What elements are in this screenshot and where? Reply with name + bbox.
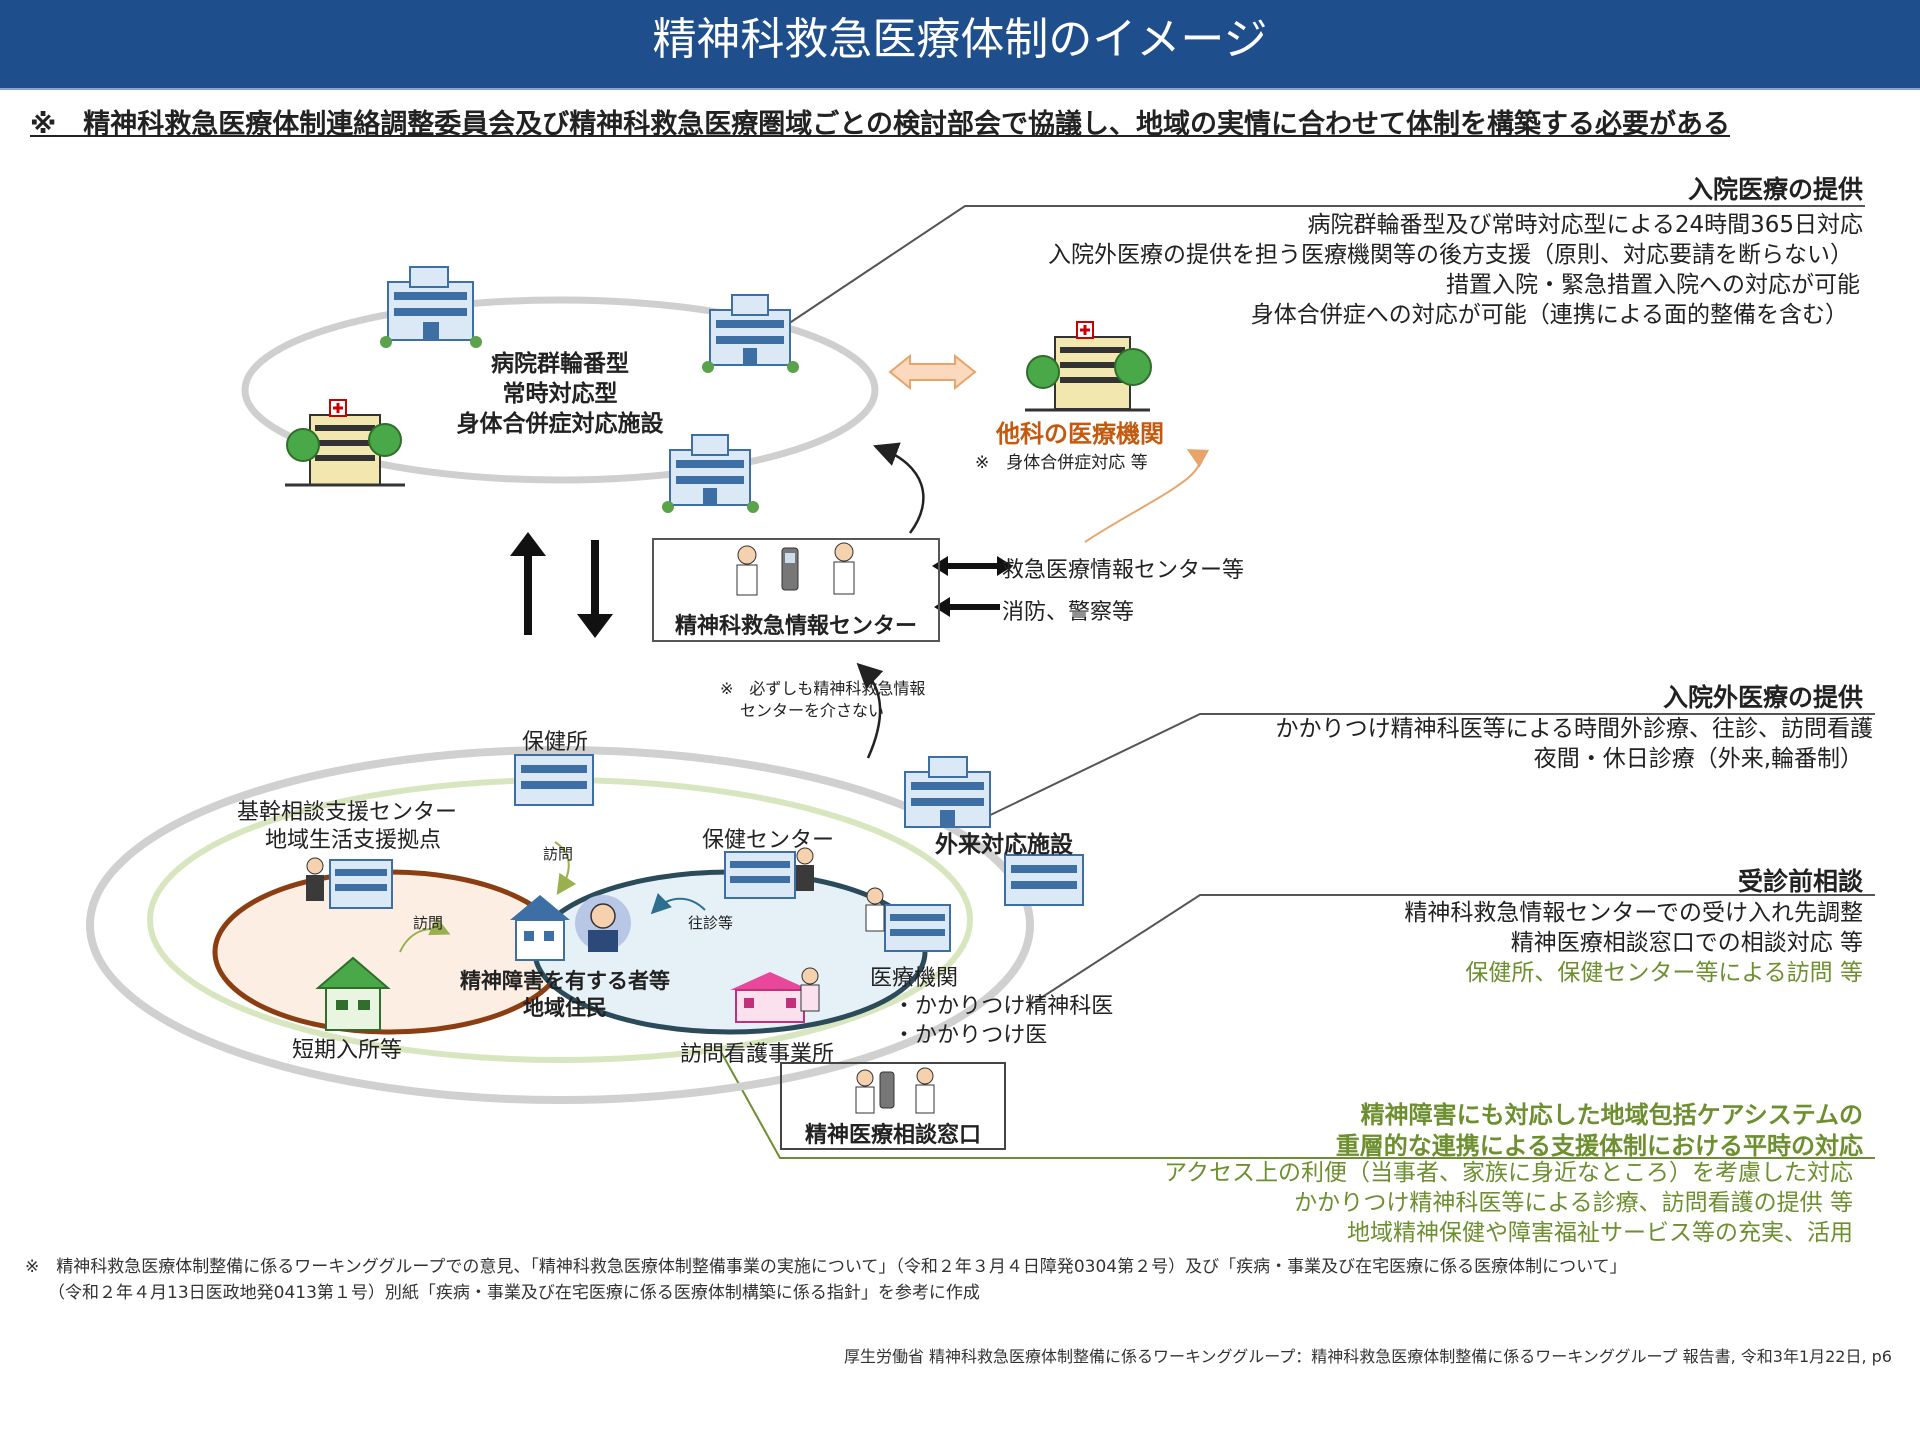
doctor-icon	[736, 545, 758, 596]
staff-icon	[796, 847, 814, 891]
header-divider	[0, 88, 1920, 90]
outpatient-leader-line	[979, 713, 1875, 821]
nursing-office-icon	[730, 972, 810, 1023]
base-center-icon	[329, 859, 393, 909]
hospital-other-double-arrow	[888, 353, 977, 391]
consult-window-box	[780, 1062, 1006, 1150]
other-dept-note: ※ 身体合併症対応 等	[975, 453, 1148, 473]
inpatient-line-2: 入院外医療の提供を担う医療機関等の後方支援（原則、対応要請を断らない）	[1048, 242, 1853, 268]
previsit-line-1: 精神科救急情報センターでの受け入れ先調整	[1404, 900, 1863, 926]
info-center-label: 精神科救急情報センター	[674, 614, 917, 639]
hospital-icon	[662, 434, 759, 513]
resident-label-2: 地域住民	[523, 996, 607, 1020]
emergency-info-link: 救急医療情報センター等	[1002, 558, 1245, 583]
consult-window-label: 精神医療相談窓口	[804, 1123, 981, 1148]
hospital-ring	[241, 296, 879, 484]
other-hospital-icon	[1025, 321, 1152, 412]
inpatient-line-4: 身体合併症への対応が可能（連携による面的整備を含む）	[1250, 302, 1848, 328]
community-outer-ring	[86, 746, 1034, 1104]
visit-label-1: 訪問	[413, 914, 444, 932]
base-center-label-1: 基幹相談支援センター	[237, 800, 458, 825]
footnote-line-1: ※ 精神科救急医療体制整備に係るワーキンググループでの意見、「精神科救急医療体制…	[25, 1257, 1627, 1277]
ordinary-line-1: アクセス上の利便（当事者、家族に身近なところ）を考慮した対応	[1164, 1160, 1853, 1186]
inpatient-leader-line	[784, 205, 1865, 327]
resident-label-1: 精神障害を有する者等	[460, 969, 670, 993]
nurse-icon	[800, 967, 820, 1012]
other-dept-arrow	[1084, 449, 1210, 543]
outpatient-line-1: かかりつけ精神科医等による時間外診療、往診、訪問看護	[1275, 716, 1873, 742]
inpatient-line-1: 病院群輪番型及び常時対応型による24時間365日対応	[1307, 212, 1863, 238]
bypass-note-2: センターを介さない	[740, 701, 885, 720]
previsit-leader-line	[1029, 894, 1875, 1006]
hospital-ring-label-3: 身体合併症対応施設	[456, 411, 664, 437]
inpatient-heading: 入院医療の提供	[1687, 175, 1863, 204]
medical-institution-icon	[884, 904, 951, 952]
hospital-icon	[380, 266, 482, 348]
phone-icon	[781, 547, 799, 591]
ordinary-line-2: かかりつけ精神科医等による診療、訪問看護の提供 等	[1294, 1190, 1853, 1216]
footnote-line-2: （令和２年４月13日医政地発0413第１号）別紙「疾病・事業及び在宅医療に係る医…	[48, 1283, 980, 1303]
outpatient-hospital-icon	[904, 756, 991, 828]
bypass-note-1: ※ 必ずしも精神科救急情報	[720, 679, 926, 698]
hokenjo-label: 保健所	[522, 730, 589, 755]
oushin-arrow	[650, 893, 706, 915]
visit-arrow-1	[399, 917, 451, 953]
outpatient-heading: 入院外医療の提供	[1662, 683, 1863, 712]
doctor-icon	[915, 1067, 935, 1114]
previsit-line-2: 精神医療相談窓口での相談対応 等	[1510, 930, 1863, 956]
visit-label-2: 訪問	[543, 845, 574, 863]
gp-psych-label: ・かかりつけ精神科医	[893, 994, 1114, 1019]
ordinary-heading-2: 重層的な連携による支援体制における平時の対応	[1335, 1132, 1863, 1160]
bypass-arrow	[856, 662, 884, 759]
hospital-ring-label-2: 常時対応型	[502, 381, 618, 407]
hoken-center-label: 保健センター	[702, 828, 835, 853]
person-icon	[575, 895, 631, 952]
subtitle-note: ※ 精神科救急医療体制連絡調整委員会及び精神科救急医療圏域ごとの検討部会で協議し…	[30, 109, 1730, 140]
base-center-label-2: 地域生活支援拠点	[265, 828, 442, 853]
previsit-green-line: 保健所、保健センター等による訪問 等	[1465, 960, 1863, 986]
info-to-hospital-arrow	[872, 442, 925, 534]
source-citation: 厚生労働省 精神科救急医療体制整備に係るワーキンググループ：精神科救急医療体制整…	[843, 1347, 1892, 1366]
phone-icon	[879, 1071, 895, 1109]
hospital-ring-label-1: 病院群輪番型	[491, 351, 629, 377]
gp-label: ・かかりつけ医	[893, 1023, 1048, 1048]
short-stay-label: 短期入所等	[292, 1038, 403, 1063]
doctor-icon	[833, 542, 855, 595]
previsit-heading: 受診前相談	[1737, 867, 1863, 896]
staff-icon	[306, 857, 324, 901]
resident-house-icon	[510, 895, 570, 961]
outpatient-facility-label: 外来対応施設	[935, 832, 1073, 858]
inpatient-line-3: 措置入院・緊急措置入院への対応が可能	[1446, 272, 1860, 298]
general-hospital-icon	[285, 399, 405, 487]
medical-institution-label: 医療機関	[870, 966, 959, 991]
other-dept-label: 他科の医療機関	[996, 420, 1164, 448]
clinic-icon	[1004, 854, 1084, 906]
visit-arrow-2	[554, 841, 577, 895]
health-office-icon	[514, 754, 594, 806]
doctor-icon	[855, 1069, 875, 1114]
fire-police-link: 消防、警察等	[1002, 600, 1135, 625]
oushin-label: 往診等	[688, 914, 734, 932]
doctor-icon	[865, 887, 885, 932]
short-stay-house-icon	[315, 956, 391, 1031]
outpatient-line-2: 夜間・休日診療（外来,輪番制）	[1533, 746, 1863, 772]
health-center-icon	[724, 851, 796, 899]
info-center-box	[652, 538, 940, 642]
hospital-icon	[702, 294, 799, 373]
ordinary-line-3: 地域精神保健や障害福祉サービス等の充実、活用	[1347, 1220, 1853, 1246]
ordinary-heading-1: 精神障害にも対応した地域包括ケアシステムの	[1360, 1101, 1863, 1129]
page-title: 精神科救急医療体制のイメージ	[0, 0, 1920, 88]
